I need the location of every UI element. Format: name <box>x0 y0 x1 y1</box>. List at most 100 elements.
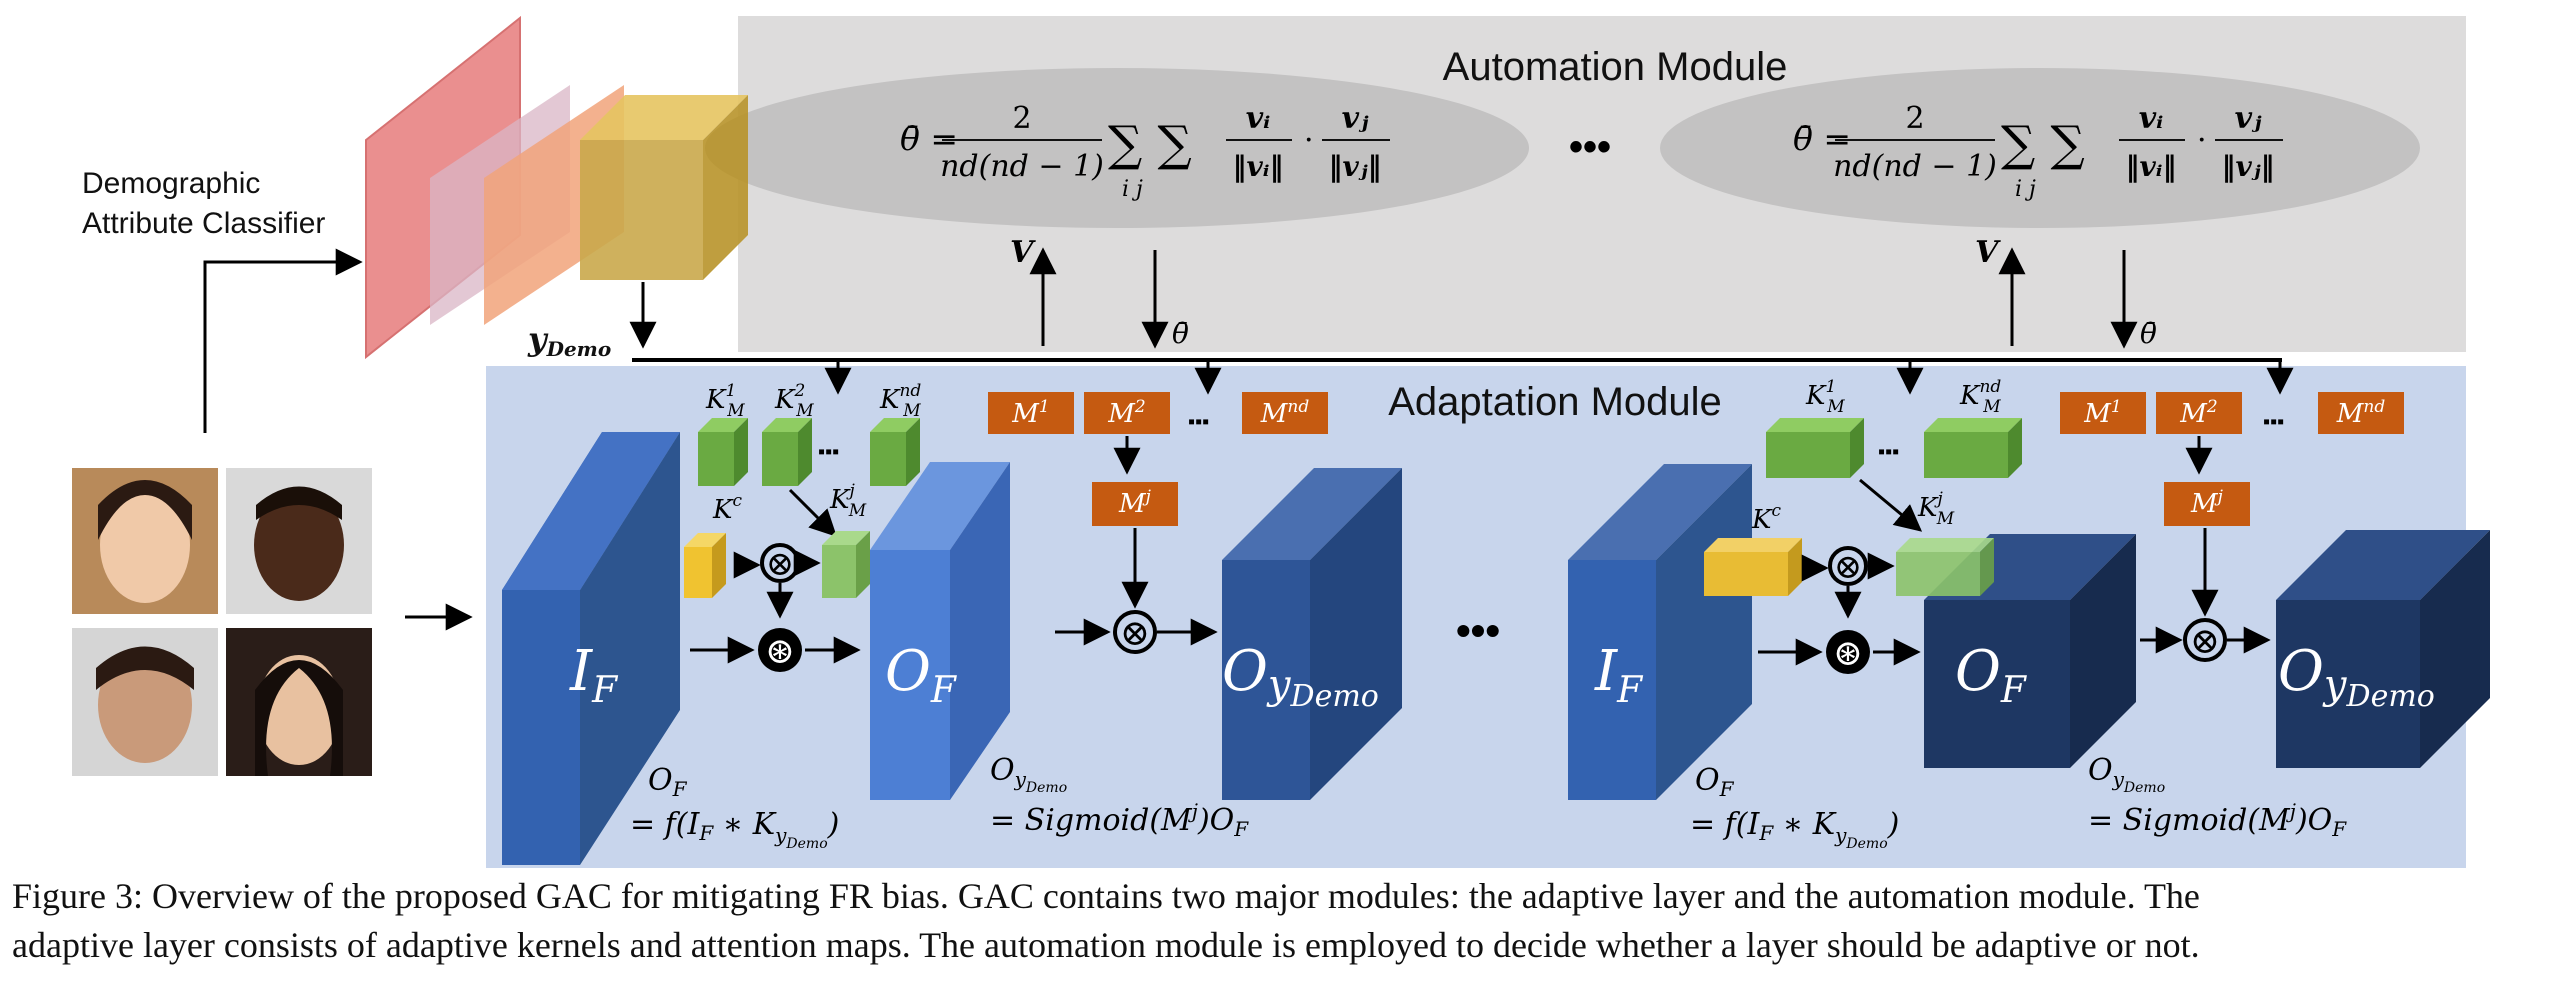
input-feature-map-left <box>502 432 680 865</box>
mask-multiply-symbol-right: ⊗ <box>2190 621 2220 662</box>
term2-denominator: ‖vⱼ‖ <box>2221 150 2274 183</box>
selected-kernel-left <box>822 531 870 598</box>
mask-bank-right <box>2060 392 2404 434</box>
double-sum: ∑ ∑ <box>1108 116 1192 172</box>
eq1-line1-left: OF <box>648 763 688 801</box>
sum-indices: i j <box>1122 177 1143 202</box>
selected-mask-left <box>1092 482 1178 526</box>
arrow-kernel-select-left <box>788 488 837 537</box>
convolve-symbol-left: ⊛ <box>765 631 795 672</box>
output-label-left: OF <box>885 639 958 711</box>
theta-bar-lhs: θ̄ = <box>900 119 958 158</box>
result-feature-map-right <box>2276 530 2490 768</box>
fraction-denominator: nd(nd − 1) <box>1833 149 1997 184</box>
multiply-symbol-left: ⊗ <box>766 544 795 584</box>
dot-operator: · <box>1304 123 1314 158</box>
sum-indices: i j <box>2015 177 2036 202</box>
automation-formula-right: θ̄ = 2 nd(nd − 1) ∑ ∑ i j vᵢ ‖vᵢ‖ · vⱼ ‖… <box>1660 68 2420 228</box>
automation-ellipsis: ••• <box>1569 125 1611 169</box>
dot-operator: · <box>2197 123 2207 158</box>
eq2-line1-left: OyDemo <box>990 753 1067 796</box>
eq2-line2-left: = Sigmoid(Mj)OF <box>990 799 1249 841</box>
caption-line-2: adaptive layer consists of adaptive kern… <box>12 925 2200 965</box>
selected-mask-label-right: Mj <box>2190 487 2224 519</box>
adaptation-module-title: Adaptation Module <box>1388 380 1722 424</box>
input-label-left: IF <box>569 639 619 711</box>
v-label-right: V <box>1975 235 2001 270</box>
mask-label-2-right: M2 <box>2179 397 2217 429</box>
fraction-denominator: nd(nd − 1) <box>940 149 1104 184</box>
eq2-line2-right: = Sigmoid(Mj)OF <box>2088 799 2347 841</box>
kernel-bank-right <box>1766 418 2022 478</box>
eq1-line2-left: = f(IF ∗ KyDemo) <box>630 807 839 852</box>
selected-mask-right <box>2164 482 2250 526</box>
result-label-left: OyDemo <box>1222 639 1379 714</box>
mask-multiply-op-right <box>2183 618 2227 662</box>
kc-label-left: Kc <box>712 491 742 525</box>
term2-denominator: ‖vⱼ‖ <box>1328 150 1381 183</box>
mask-label-1-right: M1 <box>2083 397 2121 429</box>
face-images <box>72 468 372 776</box>
double-sum: ∑ ∑ <box>2001 116 2085 172</box>
term1-numerator: vᵢ <box>1246 101 1271 136</box>
automation-module-title: Automation Module <box>1443 45 1788 89</box>
eq1-line2-right: = f(IF ∗ KyDemo) <box>1690 807 1899 852</box>
output-feature-map-left <box>870 462 1010 800</box>
v-label-left: V <box>1010 235 1036 270</box>
fraction-numerator: 2 <box>1012 101 1031 136</box>
mask-label-2-left: M2 <box>1107 397 1145 429</box>
kernel-bank-left <box>698 418 920 486</box>
classifier-label-line2: Attribute Classifier <box>82 207 325 240</box>
mask-multiply-symbol-left: ⊗ <box>1120 613 1150 654</box>
input-feature-map-right <box>1568 464 1752 800</box>
term2-numerator: vⱼ <box>2235 101 2262 136</box>
between-blocks-ellipsis: ••• <box>1456 607 1500 654</box>
mask-dots-left: ▪▪▪ <box>1188 411 1209 433</box>
mask-label-nd-left: Mnd <box>1260 397 1310 429</box>
convolve-op-right <box>1826 630 1870 674</box>
mask-bank-left <box>988 392 1328 434</box>
caption-line-1: Figure 3: Overview of the proposed GAC f… <box>12 876 2200 916</box>
convolve-symbol-right: ⊛ <box>1833 633 1863 674</box>
selected-kernel-right <box>1896 538 1994 596</box>
figure-caption: Figure 3: Overview of the proposed GAC f… <box>12 872 2542 970</box>
result-label-right: OyDemo <box>2278 639 2435 714</box>
convolve-op-left <box>758 628 802 672</box>
selected-mask-label-left: Mj <box>1118 487 1152 519</box>
fraction-numerator: 2 <box>1905 101 1924 136</box>
mask-dots-right: ▪▪▪ <box>2263 411 2284 433</box>
mask-multiply-op-left <box>1113 610 1157 654</box>
common-kernel-right <box>1704 538 1802 596</box>
eq1-line1-right: OF <box>1695 763 1735 801</box>
multiply-symbol-right: ⊗ <box>1834 547 1863 587</box>
term1-denominator: ‖vᵢ‖ <box>1233 150 1284 183</box>
kc-label-right: Kc <box>1751 501 1781 535</box>
term1-numerator: vᵢ <box>2139 101 2164 136</box>
output-label-right: OF <box>1955 639 2028 711</box>
theta-label-left: θ̄ <box>1172 317 1189 350</box>
arrow-kernel-select-right <box>1859 478 1923 532</box>
mask-label-1-left: M1 <box>1011 397 1049 429</box>
result-feature-map-left <box>1222 468 1402 800</box>
kernel-dots-left: ▪▪▪ <box>818 441 839 463</box>
classifier-label-line1: Demographic <box>82 167 260 200</box>
theta-bar-lhs: θ̄ = <box>1793 119 1851 158</box>
demographic-classifier <box>365 15 748 360</box>
term1-denominator: ‖vᵢ‖ <box>2126 150 2177 183</box>
gac-diagram: Automation Module θ̄ = 2 nd(nd − 1) ∑ ∑ … <box>72 15 2490 868</box>
multiply-op-right <box>1828 546 1868 586</box>
mask-label-nd-right: Mnd <box>2336 397 2386 429</box>
eq2-line1-right: OyDemo <box>2088 753 2165 796</box>
input-label-right: IF <box>1594 639 1644 711</box>
arrow-faces-to-classifier <box>203 248 363 433</box>
kernel-dots-right: ▪▪▪ <box>1878 441 1899 463</box>
theta-label-right: θ̄ <box>2140 317 2157 350</box>
term2-numerator: vⱼ <box>1342 101 1369 136</box>
common-kernel-left <box>684 533 726 598</box>
